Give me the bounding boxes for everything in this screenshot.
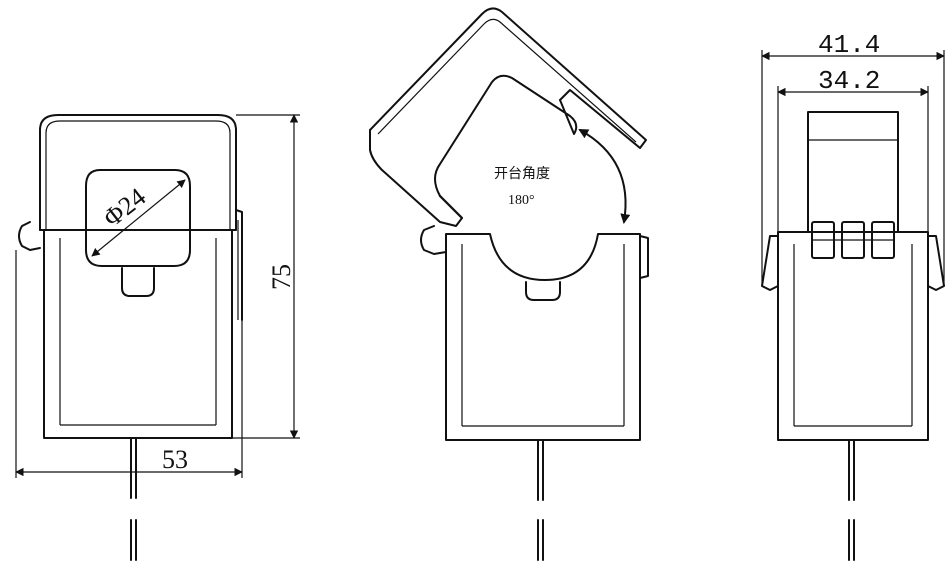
opening-angle-title: 开台角度 [494, 166, 550, 182]
opened-jaw [369, 7, 647, 149]
opening-angle-value: 180° [508, 193, 535, 208]
outer-width-label: 41.4 [818, 30, 880, 60]
side-head [807, 111, 899, 233]
inner-width-label: 34.2 [818, 66, 880, 96]
housing-body [43, 229, 233, 439]
conductor-window [85, 169, 191, 267]
closed-front-view: Φ24 75 53 [15, 114, 300, 561]
height-label: 75 [267, 264, 296, 290]
side-view: 41.4 34.2 [761, 30, 945, 561]
opened-front-view: 开台角度 180° [369, 7, 649, 561]
clamp-head [39, 114, 237, 231]
width-label: 53 [162, 445, 188, 474]
side-housing-body [777, 231, 929, 441]
opening-angle-arrow [578, 129, 631, 224]
jaw-inner-window [434, 74, 578, 197]
diameter-label: Φ24 [98, 182, 151, 233]
opened-housing-body [445, 233, 641, 441]
